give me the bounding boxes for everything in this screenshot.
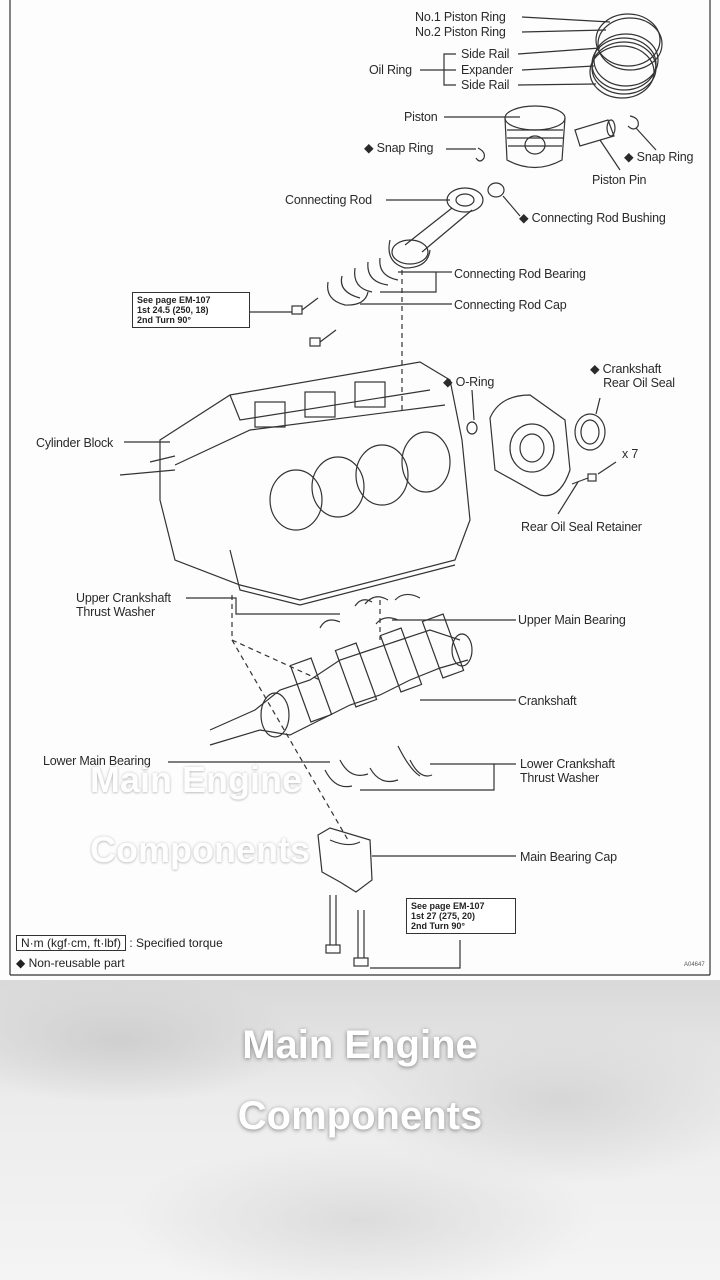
caption-line2: Components	[237, 1094, 483, 1138]
torque-box-rod-line3: 2nd Turn 90°	[137, 315, 191, 325]
label-cylinder-block: Cylinder Block	[36, 436, 114, 450]
main-bearing-cap	[317, 827, 373, 893]
label-crankshaft: Crankshaft	[518, 694, 577, 708]
label-o-ring: ◆ O-Ring	[443, 375, 495, 389]
label-main-bearing-cap: Main Bearing Cap	[520, 850, 617, 864]
diagram-line-art	[9, 0, 711, 976]
label-expander: Expander	[461, 63, 513, 77]
label-no2-piston-ring: No.2 Piston Ring	[415, 25, 506, 39]
label-oil-ring: Oil Ring	[369, 63, 412, 77]
legend-torque-unit: N·m (kgf·cm, ft·lbf)	[16, 935, 126, 951]
legend-torque: N·m (kgf·cm, ft·lbf) : Specified torque	[16, 935, 223, 951]
label-connecting-rod-bearing: Connecting Rod Bearing	[454, 267, 586, 281]
label-rear-oil-seal-retainer: Rear Oil Seal Retainer	[521, 520, 642, 534]
torque-box-rod: See page EM-107 1st 24.5 (250, 18) 2nd T…	[132, 292, 250, 328]
watermark-line1: Main Engine	[90, 759, 303, 800]
label-piston-pin: Piston Pin	[592, 173, 647, 187]
legend-torque-desc: : Specified torque	[129, 936, 223, 950]
label-upper-main-bearing: Upper Main Bearing	[518, 613, 626, 627]
torque-box-rod-line1: See page EM-107	[137, 295, 211, 305]
label-crankshaft-rear-oil-seal: ◆ Crankshaft Rear Oil Seal	[590, 362, 675, 390]
torque-box-main-line2: 1st 27 (275, 20)	[411, 911, 476, 921]
rear-oil-seal-retainer	[489, 394, 571, 497]
caption-line1: Main Engine	[242, 1023, 478, 1067]
label-piston: Piston	[404, 110, 438, 124]
label-connecting-rod-cap: Connecting Rod Cap	[454, 298, 567, 312]
piston-rings	[589, 13, 663, 99]
watermark-line2: Components	[90, 829, 310, 870]
torque-box-main: See page EM-107 1st 27 (275, 20) 2nd Tur…	[406, 898, 516, 934]
piston	[504, 105, 566, 169]
crankshaft	[209, 613, 473, 746]
torque-box-main-line3: 2nd Turn 90°	[411, 921, 465, 931]
label-snap-ring-right: ◆ Snap Ring	[624, 150, 694, 164]
torque-box-rod-line2: 1st 24.5 (250, 18)	[137, 305, 209, 315]
label-snap-ring-left: ◆ Snap Ring	[364, 141, 434, 155]
cylinder-block	[119, 361, 471, 606]
rod-bolts	[291, 297, 337, 347]
label-connecting-rod-bushing: ◆ Connecting Rod Bushing	[519, 211, 666, 225]
label-lower-main-bearing: Lower Main Bearing	[43, 754, 151, 768]
connecting-rod	[388, 187, 484, 269]
blurred-background	[0, 980, 720, 1280]
exploded-diagram: No.1 Piston Ring No.2 Piston Ring Side R…	[0, 0, 720, 980]
label-side-rail-1: Side Rail	[461, 47, 510, 61]
label-upper-crankshaft-thrust-washer: Upper Crankshaft Thrust Washer	[76, 591, 171, 619]
label-connecting-rod: Connecting Rod	[285, 193, 372, 207]
label-side-rail-2: Side Rail	[461, 78, 510, 92]
label-no1-piston-ring: No.1 Piston Ring	[415, 10, 506, 24]
label-lower-crankshaft-thrust-washer: Lower Crankshaft Thrust Washer	[520, 757, 615, 785]
legend-nonreusable: ◆ Non-reusable part	[16, 956, 125, 970]
label-x7: x 7	[622, 447, 639, 461]
piston-pin	[574, 119, 616, 147]
part-number: A04647	[684, 962, 705, 968]
torque-box-main-line1: See page EM-107	[411, 901, 485, 911]
